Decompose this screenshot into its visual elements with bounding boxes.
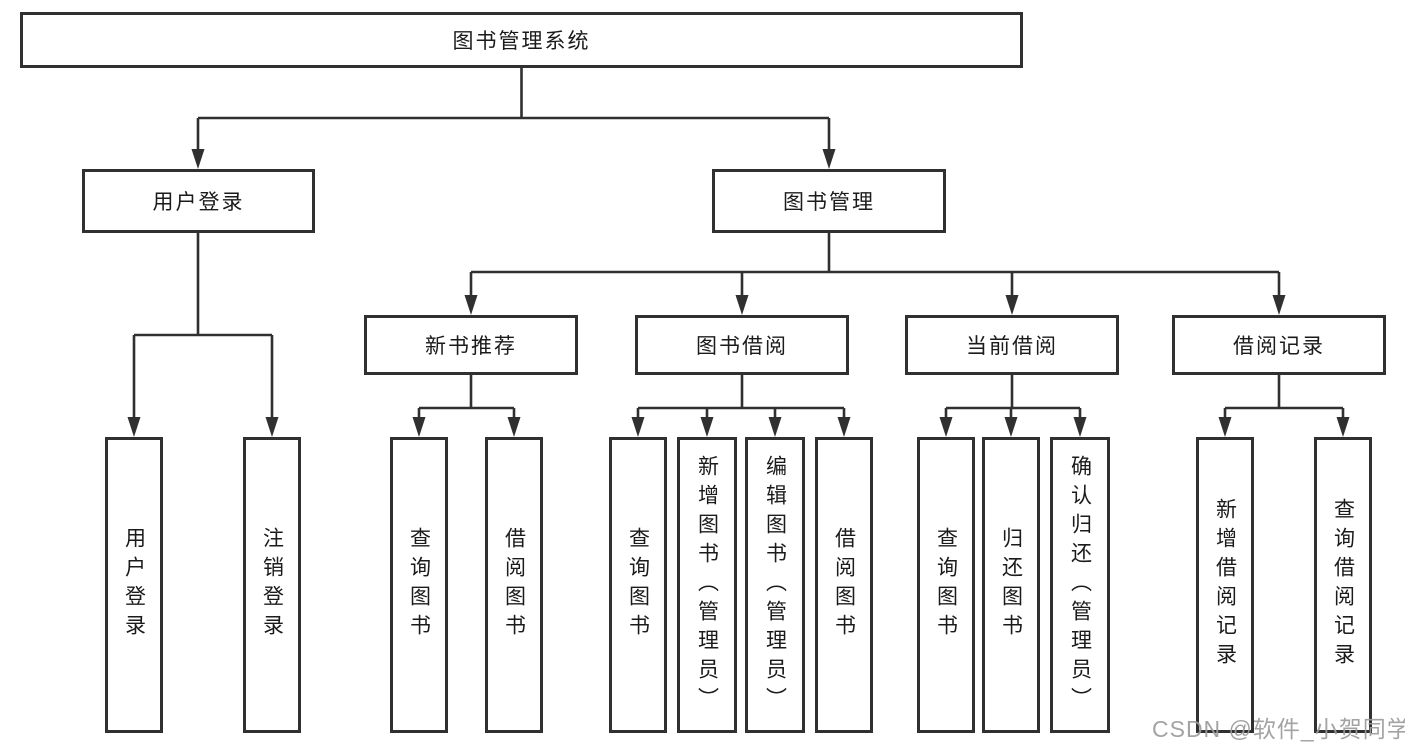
node-borrow-records: 借阅记录	[1172, 315, 1386, 375]
connector-borrow-records-group	[1223, 375, 1345, 419]
leaf-return-books: 归还图书	[982, 437, 1040, 733]
csdn-watermark: CSDN @软件_小贺同学	[1152, 716, 1405, 742]
leaf-query-borrow-record: 查询借阅记录	[1314, 437, 1372, 733]
node-book-borrow: 图书借阅	[635, 315, 849, 375]
leaf-edit-books-admin: 编辑图书（管理员）	[745, 437, 805, 733]
leaf-logout: 注销登录	[243, 437, 301, 733]
connector-book-borrow-group	[636, 375, 846, 419]
connector-user-login-to-children	[132, 233, 274, 419]
node-root-system: 图书管理系统	[20, 12, 1023, 68]
leaf-recommend-query-books: 查询图书	[390, 437, 448, 733]
node-new-book-recommend: 新书推荐	[364, 315, 578, 375]
leaf-add-books-admin: 新增图书（管理员）	[677, 437, 737, 733]
connector-current-borrow-group	[944, 375, 1082, 419]
leaf-recommend-borrow-books: 借阅图书	[485, 437, 543, 733]
connector-root-to-level2	[196, 68, 831, 151]
leaf-borrow-books: 借阅图书	[815, 437, 873, 733]
connector-book-management-to-groups	[469, 233, 1281, 297]
leaf-current-query-books: 查询图书	[917, 437, 975, 733]
leaf-add-borrow-record: 新增借阅记录	[1196, 437, 1254, 733]
leaf-confirm-return-admin: 确认归还（管理员）	[1050, 437, 1110, 733]
node-user-login: 用户登录	[82, 169, 315, 233]
node-current-borrow: 当前借阅	[905, 315, 1119, 375]
node-book-management: 图书管理	[712, 169, 946, 233]
connector-new-book-group	[417, 375, 516, 419]
leaf-borrow-query-books: 查询图书	[609, 437, 667, 733]
leaf-user-login: 用户登录	[105, 437, 163, 733]
arrowheads	[127, 149, 1350, 437]
